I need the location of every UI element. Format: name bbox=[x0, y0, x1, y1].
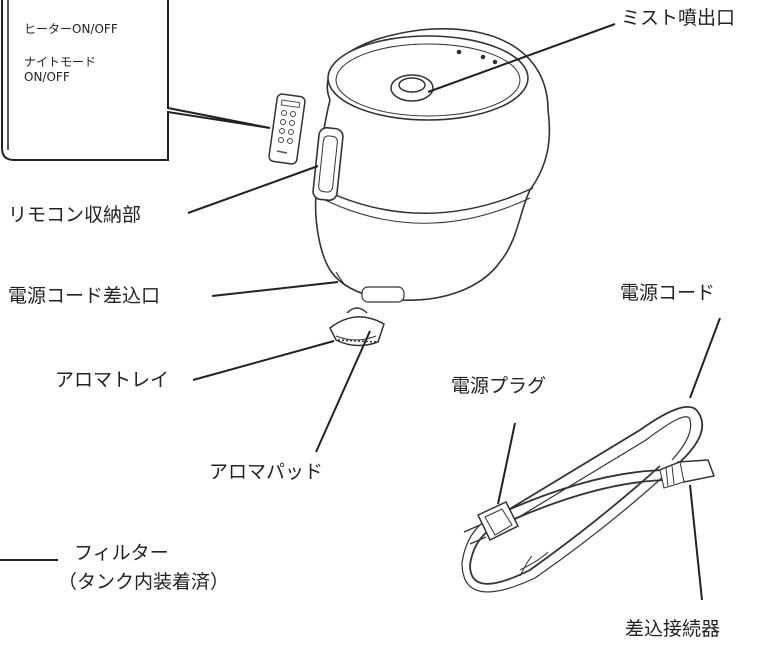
connector bbox=[659, 459, 716, 489]
leader-aroma-tray bbox=[192, 340, 335, 381]
remote-storage-label: リモコン収納部 bbox=[8, 204, 142, 226]
night-mode-label: ナイトモード bbox=[24, 55, 97, 69]
leader-connector bbox=[689, 484, 703, 601]
aroma-tray bbox=[329, 307, 385, 347]
remote-control bbox=[268, 93, 306, 165]
aroma-tray-label: アロマトレイ bbox=[55, 369, 170, 391]
leader-power-inlet bbox=[211, 281, 339, 297]
connector-label: 差込接続器 bbox=[625, 618, 721, 640]
remote-callout-box bbox=[1, 0, 271, 161]
leader-aroma-pad bbox=[315, 330, 371, 453]
power-cord-label: 電源コード bbox=[620, 282, 716, 304]
power-plug bbox=[463, 501, 520, 545]
power-inlet-label: 電源コード差込口 bbox=[8, 285, 161, 307]
aroma-pad-label: アロマパッド bbox=[209, 461, 324, 483]
heater-toggle-label: ヒーターON/OFF bbox=[24, 22, 118, 36]
mist-outlet-knob bbox=[390, 74, 434, 102]
leader-mist-outlet bbox=[427, 23, 616, 93]
mist-outlet-label: ミスト噴出口 bbox=[621, 7, 736, 29]
power-plug-label: 電源プラグ bbox=[451, 375, 547, 397]
filter-note-label: （タンク内装着済） bbox=[58, 571, 230, 593]
night-mode-onoff-label: ON/OFF bbox=[24, 70, 70, 84]
leader-remote-storage bbox=[187, 165, 319, 214]
leader-power-plug bbox=[497, 422, 516, 505]
leader-power-cord bbox=[689, 317, 721, 399]
filter-label: フィルター bbox=[74, 542, 169, 564]
humidifier-body bbox=[312, 28, 551, 303]
leader-lines bbox=[0, 23, 721, 601]
